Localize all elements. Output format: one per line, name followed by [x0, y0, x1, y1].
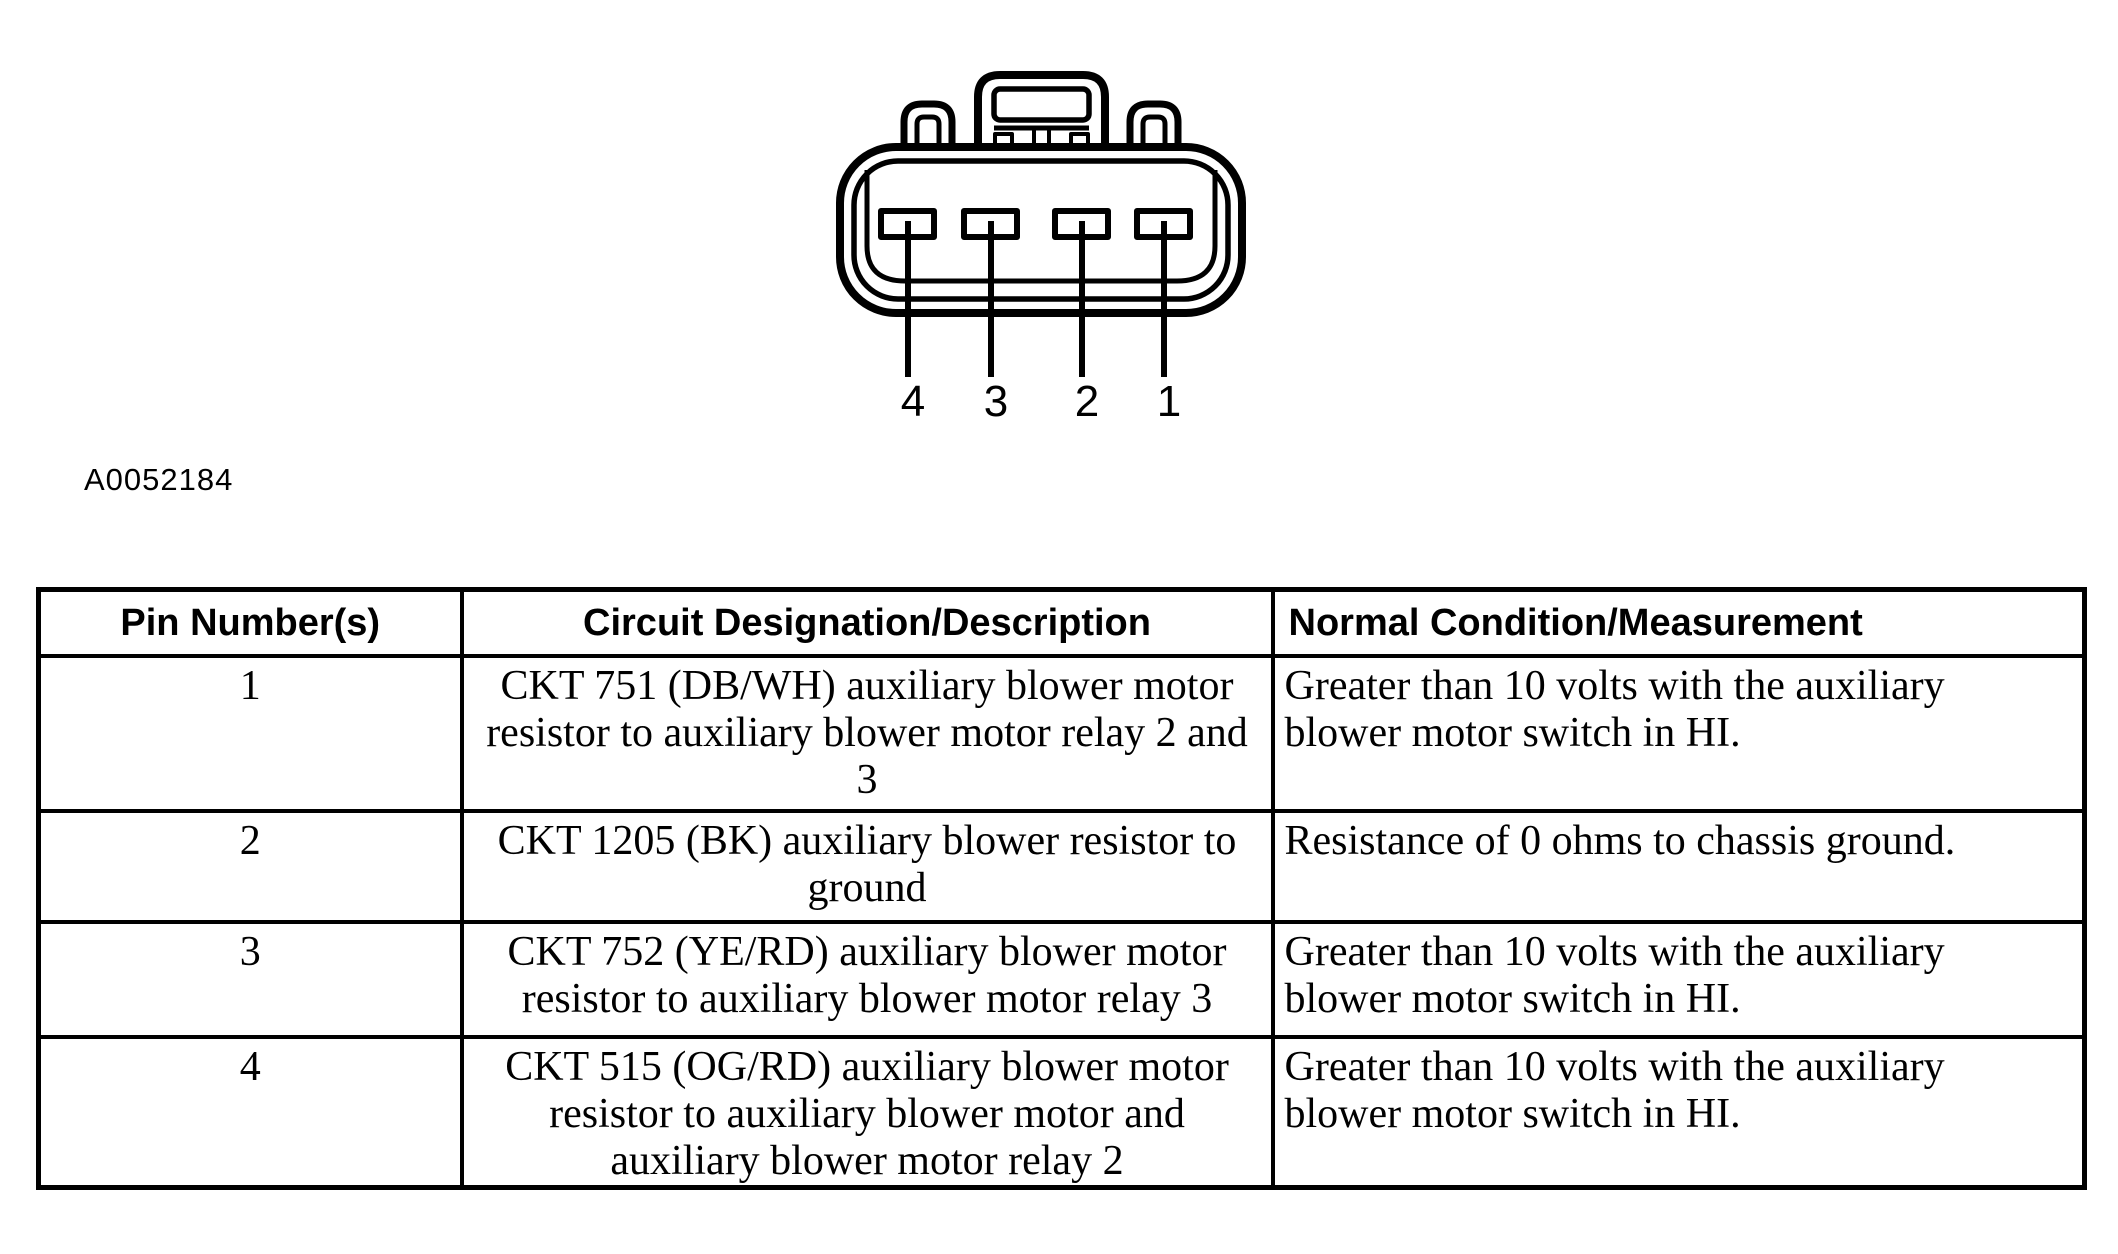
pin-leader-lines	[905, 221, 1167, 377]
figure-id-label: A0052184	[84, 462, 234, 497]
condition-cell: Greater than 10 volts with the auxiliary…	[1270, 920, 2087, 1039]
table-header-row: Pin Number(s) Circuit Designation/Descri…	[36, 587, 2087, 658]
condition-cell: Greater than 10 volts with the auxiliary…	[1270, 1035, 2087, 1190]
left-ear-outer	[900, 100, 956, 149]
latch-inner-window	[991, 86, 1092, 123]
connector-ears	[900, 100, 1182, 149]
pin-callout-1: 1	[1156, 377, 1182, 426]
right-ear-outer	[1126, 100, 1182, 149]
pin-number-cell: 2	[36, 809, 464, 924]
latch-outer-outline	[974, 71, 1109, 151]
pin-callout-3: 3	[983, 377, 1009, 426]
circuit-cell: CKT 752 (YE/RD) auxiliary blower motor r…	[459, 920, 1275, 1039]
pin-number-cell: 3	[36, 920, 464, 1039]
connector-body	[836, 143, 1246, 317]
latch-right-foot	[1069, 132, 1090, 151]
pin-callout-4: 4	[900, 377, 926, 426]
table-row: 3 CKT 752 (YE/RD) auxiliary blower motor…	[36, 920, 2087, 1039]
connector-inner-shell	[851, 158, 1231, 302]
condition-cell: Resistance of 0 ohms to chassis ground.	[1270, 809, 2087, 924]
right-ear-inner	[1140, 114, 1168, 149]
pin-cavities	[878, 208, 1193, 240]
header-pin-numbers: Pin Number(s)	[36, 587, 464, 658]
circuit-cell: CKT 515 (OG/RD) auxiliary blower motor r…	[459, 1035, 1275, 1190]
circuit-cell: CKT 751 (DB/WH) auxiliary blower motor r…	[459, 654, 1275, 813]
table-row: 2 CKT 1205 (BK) auxiliary blower resisto…	[36, 809, 2087, 924]
pin-callout-2: 2	[1074, 377, 1100, 426]
table-row: 1 CKT 751 (DB/WH) auxiliary blower motor…	[36, 654, 2087, 813]
connector-outer-shell	[836, 143, 1246, 317]
connector-latch	[974, 71, 1109, 151]
latch-left-foot	[993, 132, 1014, 151]
header-circuit-designation: Circuit Designation/Description	[459, 587, 1275, 658]
header-normal-condition: Normal Condition/Measurement	[1270, 587, 2087, 658]
table-row: 4 CKT 515 (OG/RD) auxiliary blower motor…	[36, 1035, 2087, 1190]
pin-number-cell: 1	[36, 654, 464, 813]
left-ear-inner	[914, 114, 942, 149]
connector-pinout-table: Pin Number(s) Circuit Designation/Descri…	[36, 587, 2087, 1190]
latch-tick-lines	[1032, 128, 1051, 149]
connector-seal-line	[864, 170, 1218, 284]
connector-diagram-icon	[836, 71, 1246, 377]
circuit-cell: CKT 1205 (BK) auxiliary blower resistor …	[459, 809, 1275, 924]
condition-cell: Greater than 10 volts with the auxiliary…	[1270, 654, 2087, 813]
pin-number-cell: 4	[36, 1035, 464, 1190]
